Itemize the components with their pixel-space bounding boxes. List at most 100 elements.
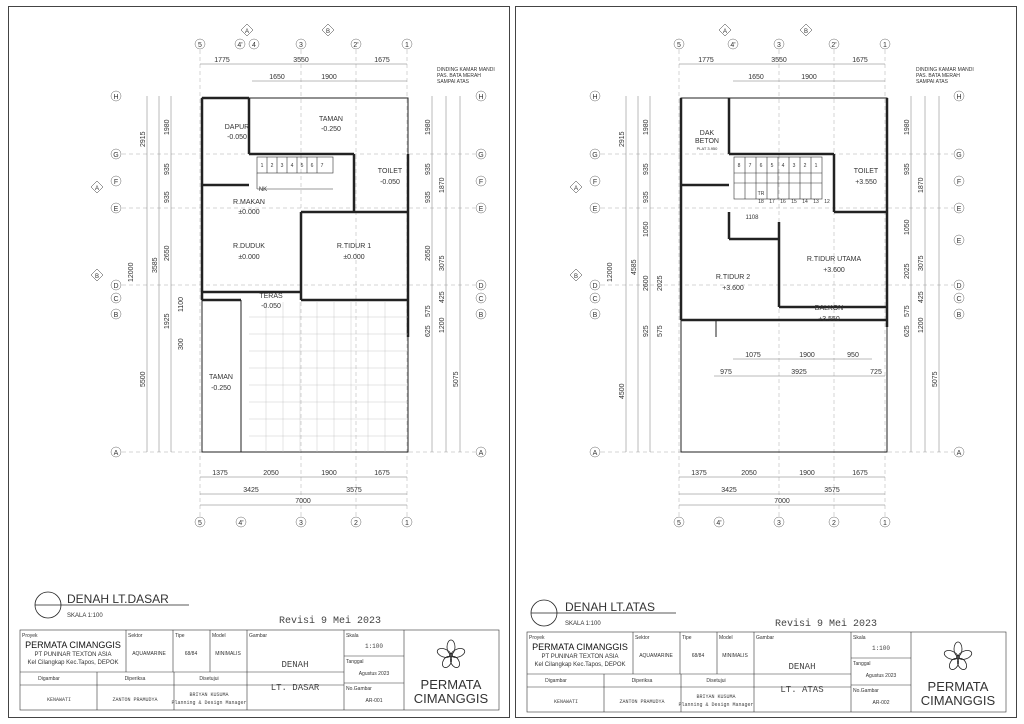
room-name: DAPUR [225, 124, 250, 131]
grid-label: 5 [198, 42, 202, 49]
tb-label: Proyek [529, 635, 545, 641]
dimension: 725 [870, 369, 882, 376]
stair-step: 14 [802, 199, 808, 205]
dimension: 1980 [164, 119, 171, 135]
grid-label: F [114, 179, 118, 186]
drawing-scale: SKALA 1:100 [565, 621, 601, 627]
drawing-heading: DENAH LT.DASAR SKALA 1:100 Revisi 9 Mei … [34, 591, 381, 627]
grid-label: D [113, 283, 118, 290]
grid-label: D [478, 283, 483, 290]
tb-checker: ZANTON PRAMUDYA [112, 697, 157, 703]
dimension: 2025 [657, 275, 664, 291]
dimension: 1870 [439, 177, 446, 193]
grid-bubbles-top [194, 38, 413, 50]
grid-label: 1 [405, 42, 409, 49]
room-name: DAK [700, 130, 715, 137]
dimension: 1675 [852, 470, 868, 477]
tb-approver-role: Planning & Design Manager [171, 700, 246, 706]
tb-label: Tanggal [346, 659, 364, 665]
wall-note-line: SAMPAI ATAS [437, 79, 470, 85]
dimension: 950 [847, 352, 859, 359]
tb-label: Digambar [38, 676, 60, 682]
revision-note: Revisi 9 Mei 2023 [775, 618, 877, 630]
dimension: 2600 [643, 275, 650, 291]
tb-label: Sektor [128, 633, 143, 639]
dimension: 625 [425, 325, 432, 337]
dimension: 1925 [164, 313, 171, 329]
stair-step: 3 [793, 163, 796, 169]
room-note: TR [758, 191, 765, 197]
dimension: 1675 [374, 57, 390, 64]
dimension: 5075 [932, 371, 939, 387]
dimension: 1900 [799, 352, 815, 359]
tb-label: Diperiksa [125, 676, 146, 682]
dimension: 2650 [425, 245, 432, 261]
dimension: 425 [918, 291, 925, 303]
tb-label: No.Gambar [853, 688, 879, 694]
dimension: 1900 [801, 74, 817, 81]
tb-label: Model [719, 635, 733, 641]
stair-step: 18 [758, 199, 764, 205]
tb-address: Kel Cilangkap Kec.Tapos, DEPOK [534, 662, 625, 668]
tb-scale: 1:100 [872, 645, 890, 652]
dimension: 1980 [904, 119, 911, 135]
walls [679, 97, 889, 453]
stair-step: 17 [769, 199, 775, 205]
room-note: PLAT 3.950 [697, 146, 719, 151]
dimension: 300 [178, 338, 185, 350]
dimension: 5500 [140, 371, 147, 387]
tb-label: Diperiksa [632, 678, 653, 684]
tb-drawer: KENAWATI [554, 699, 578, 705]
dimension: 1075 [745, 352, 761, 359]
stair-step: 2 [271, 163, 274, 169]
room-name: R.MAKAN [233, 199, 265, 206]
tb-drawing-name: DENAH [281, 660, 308, 670]
grid-label: 4' [716, 520, 721, 527]
grid-label: G [478, 152, 483, 159]
dimension: 3075 [439, 255, 446, 271]
wall-note-line: DINDING KAMAR MANDI [437, 67, 495, 73]
dimension: 2050 [741, 470, 757, 477]
dimension: 935 [643, 163, 650, 175]
terrace-tiles [249, 302, 408, 452]
dimension: 935 [904, 163, 911, 175]
dimension: 1900 [321, 74, 337, 81]
grid-label: 2 [832, 520, 836, 527]
sheet-lt-dasar: 5 4' 4 3 2' 1 5 4' 3 2 1 H G F E D C B A… [8, 6, 510, 718]
drawing-title: DENAH LT.ATAS [565, 600, 655, 614]
dimension: 935 [425, 191, 432, 203]
tb-label: Digambar [545, 678, 567, 684]
tb-label: No.Gambar [346, 686, 372, 692]
grid-label: 1 [883, 42, 887, 49]
dimension: 1980 [643, 119, 650, 135]
section-marker: B [95, 274, 99, 280]
grid-label: E [957, 238, 962, 245]
title-block [19, 629, 500, 711]
dimension: 1050 [643, 221, 650, 237]
section-marker: B [574, 274, 578, 280]
tb-type: 68/84 [185, 651, 198, 657]
grid-label: B [957, 312, 962, 319]
grid-label: E [593, 206, 598, 213]
grid-label: D [956, 283, 961, 290]
tb-approver: BRIYAN KUSUMA [696, 694, 735, 700]
flower-icon [943, 641, 973, 670]
dimension: 575 [904, 305, 911, 317]
grid-label: 4' [730, 42, 735, 49]
section-marker: A [723, 29, 727, 35]
stair-step: 16 [780, 199, 786, 205]
dimension: 935 [164, 163, 171, 175]
room-level: ±0.000 [238, 209, 259, 216]
grid-label: A [957, 450, 962, 457]
floor-plan-lt-dasar: 5 4' 4 3 2' 1 5 4' 3 2 1 H G F E D C B A… [19, 23, 500, 711]
drawing-title: DENAH LT.DASAR [67, 592, 169, 606]
tb-drawing-name: LT. ATAS [780, 685, 823, 695]
grid-label: 2' [831, 42, 836, 49]
grid-label: 4 [252, 42, 256, 49]
dimension: 5075 [453, 371, 460, 387]
wall-note-line: PAS. BATA MERAH [437, 73, 481, 79]
room-name: BALKON [815, 305, 843, 312]
tb-label: Disetujui [706, 678, 725, 684]
tb-sector: AQUAMARINE [132, 651, 166, 657]
room-level: -0.050 [261, 303, 281, 310]
